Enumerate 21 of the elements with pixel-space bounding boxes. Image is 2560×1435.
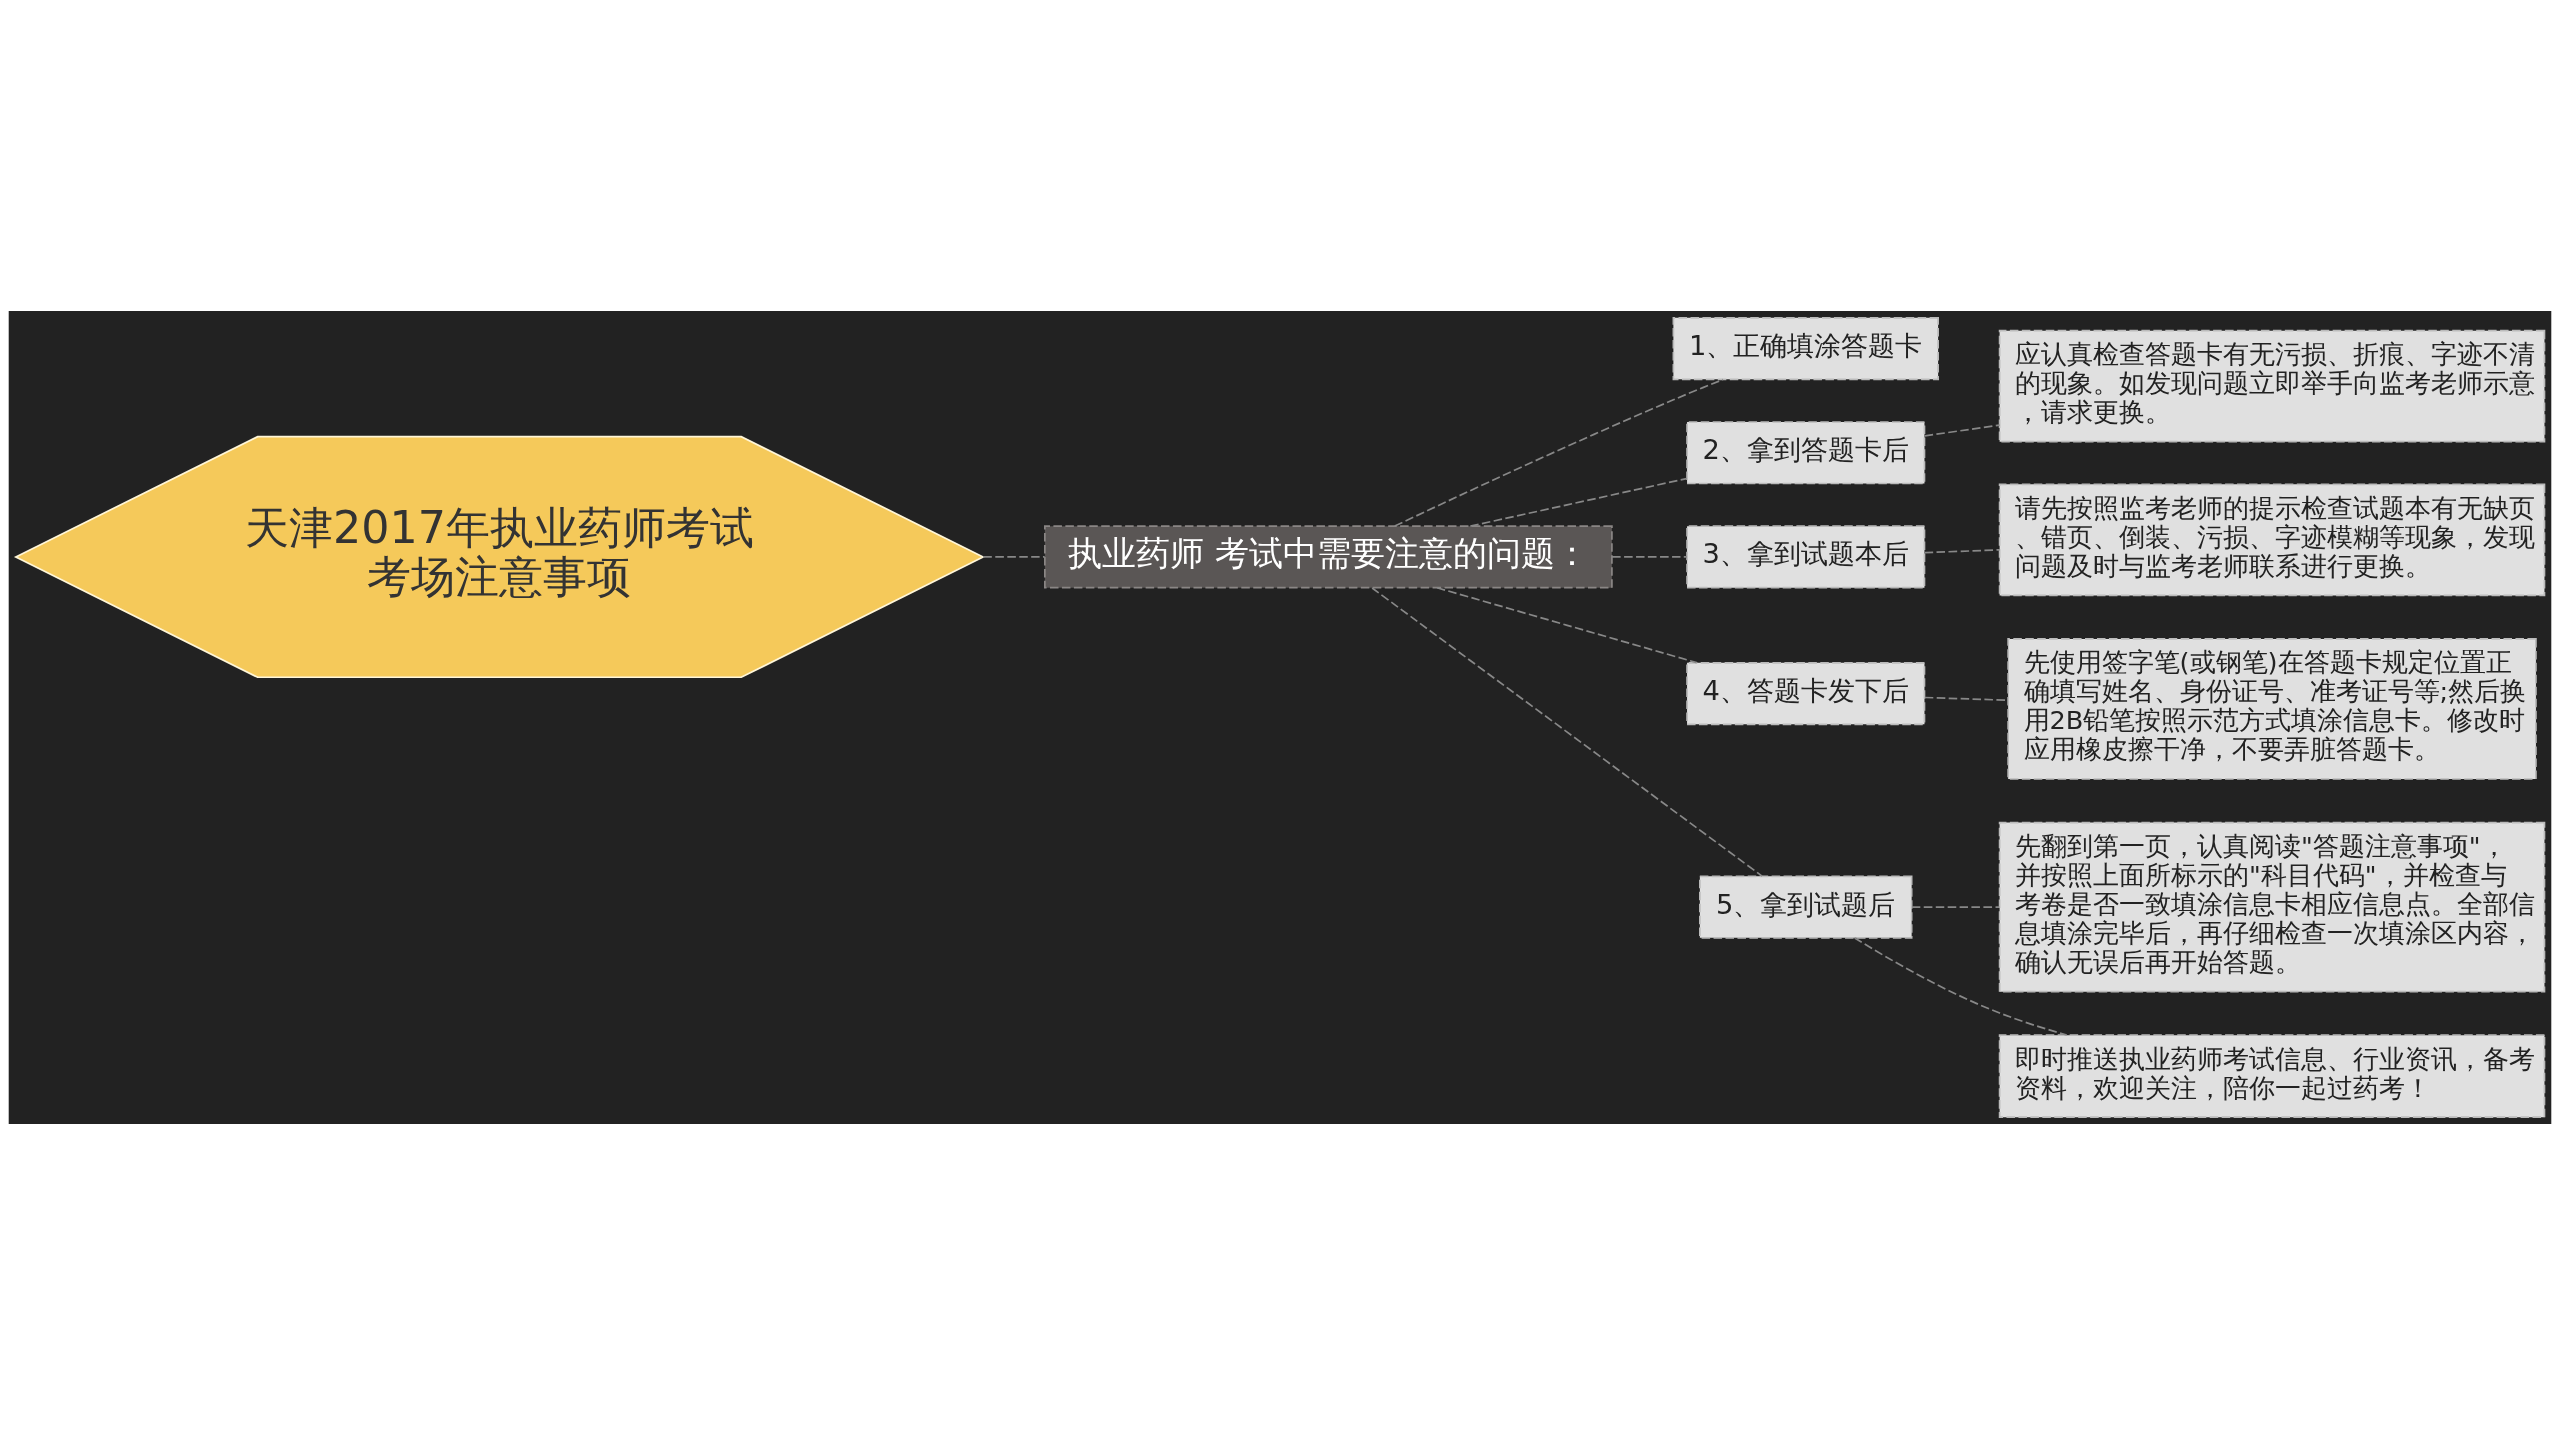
node-box: 请先按照监考老师的提示检查试题本有无缺页、错页、倒装、污损、字迹模糊等现象，发现问题及时与监考老师联系进行更换。 xyxy=(1998,483,2546,597)
connector xyxy=(982,556,1046,558)
node-box: 应认真检查答题卡有无污损、折痕、字迹不清的现象。如发现问题立即举手向监考老师示意，请求更换。 xyxy=(1998,329,2546,443)
connector xyxy=(1371,587,1763,877)
connector xyxy=(1469,477,1688,527)
node-box: 5、拿到试题后 xyxy=(1699,875,1913,939)
connector xyxy=(1436,586,1698,664)
connector xyxy=(1853,937,2068,1036)
node-box: 2、拿到答题卡后 xyxy=(1686,421,1926,485)
connector xyxy=(1393,378,1724,527)
connector xyxy=(1611,556,1688,558)
node-box: 1、正确填涂答题卡 xyxy=(1672,316,1939,381)
node-box: 先使用签字笔(或钢笔)在答题卡规定位置正确填写姓名、身份证号、准考证号等;然后换用2B铅笔按照示范方式填涂信息卡。修改时应用橡皮擦干净，不要弄脏答题卡。 xyxy=(2007,638,2537,780)
connector xyxy=(1911,906,2001,908)
node-box: 3、拿到试题本后 xyxy=(1686,525,1926,589)
connector xyxy=(1924,424,2001,437)
node-box: 4、答题卡发下后 xyxy=(1686,662,1926,726)
node-box: 执业药师 考试中需要注意的问题： xyxy=(1044,525,1613,589)
node-box: 即时推送执业药师考试信息、行业资讯，备考资料，欢迎关注，陪你一起过药考！ xyxy=(1998,1034,2546,1119)
node-box: 先翻到第一页，认真阅读"答题注意事项"，并按照上面所标示的"科目代码"，并检查与考卷是否一致填涂信息卡相应信息点。全部信息填涂完毕后，再仔细检查一次填涂区内容，确认无误后再开始答题。 xyxy=(1998,821,2546,993)
connector xyxy=(1924,549,2001,554)
